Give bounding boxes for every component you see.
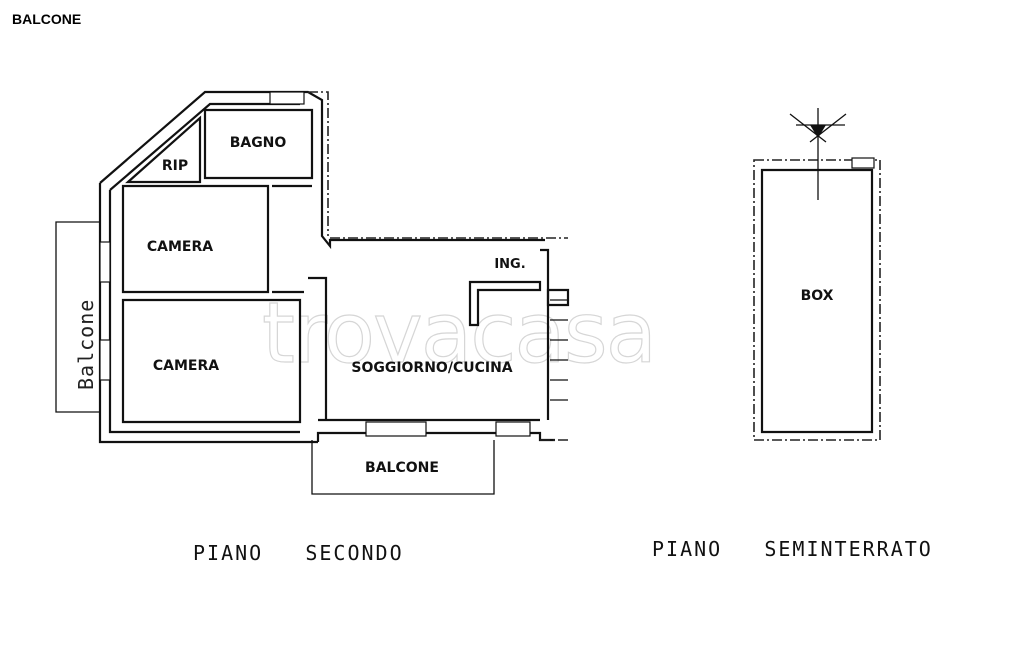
room-label-bagno: BAGNO	[230, 135, 287, 151]
floor-title-basement: PIANO SEMINTERRATO	[652, 537, 933, 561]
second-floor-plan	[55, 90, 570, 495]
watermark-text: trovacasa	[262, 284, 655, 382]
room-label-balcone-south: BALCONE	[365, 460, 439, 476]
room-label-ingresso: ING.	[494, 257, 525, 272]
room-label-balcone-west: Balcone	[74, 299, 98, 390]
room-label-camera-2: CAMERA	[153, 358, 219, 374]
room-label-camera-1: CAMERA	[147, 239, 213, 255]
floor-title-second: PIANO SECONDO	[193, 541, 404, 565]
room-label-box: BOX	[801, 288, 834, 304]
room-label-soggiorno: SOGGIORNO/CUCINA	[351, 360, 512, 376]
basement-plan	[753, 108, 881, 441]
room-label-rip: RIP	[162, 158, 188, 174]
top-label: BALCONE	[12, 11, 82, 27]
